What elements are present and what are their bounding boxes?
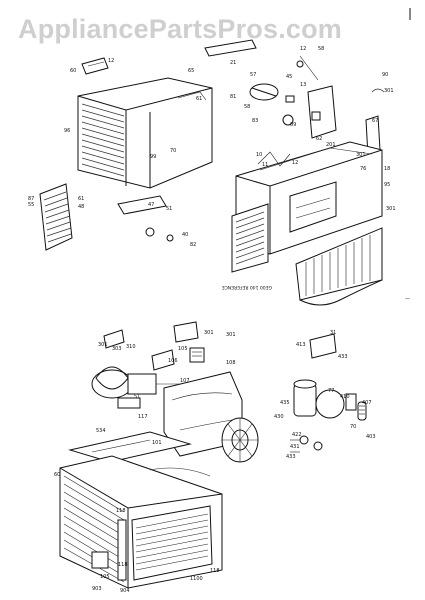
part-number-label: 303 [112,346,122,352]
part-number-label: 18 [384,166,390,172]
part-number-label: 13 [300,82,306,88]
part-number-label: 117 [138,414,148,420]
part-number-label: 301 [204,330,214,336]
part-number-label: 407 [362,400,372,406]
part-number-label: 70 [170,148,176,154]
part-number-label: 40 [182,232,188,238]
fan-motor [91,366,180,409]
part-number-label: 431 [290,444,300,450]
part-number-label: 105 [178,346,188,352]
part-number-label: 105 [100,574,110,580]
part-number-label: 12 [108,58,114,64]
part-number-label: 12 [300,46,306,52]
part-number-label: 433 [286,454,296,460]
base-rail [117,195,167,215]
part-number-label: 101 [152,440,162,446]
part-number-label: 47 [148,202,154,208]
part-number-label: 1100 [190,576,203,582]
part-number-label: 48 [78,204,84,210]
part-number-label: 70 [350,424,356,430]
blower-wheel [221,417,259,463]
part-number-label: 95 [384,182,390,188]
front-grille [295,227,383,306]
part-number-label: 301 [384,88,394,94]
top-bracket [81,57,109,75]
part-number-label: 422 [292,432,302,438]
part-number-label: 430 [274,414,284,420]
part-number-label: 09 [290,122,296,128]
part-number-label: 61 [78,196,84,202]
part-number-label: 45 [286,74,292,80]
part-number-label: 903 [92,586,102,592]
part-number-label: 301 [98,342,108,348]
part-number-label: 10 [256,152,262,158]
base-unit [59,455,223,589]
part-number-label: 11 [262,162,268,168]
part-number-label: 433 [338,354,348,360]
part-labels: 60 12 65 61 81 96 99 70 21 12 58 45 13 57 58 90 301 83 09 6… [28,46,396,594]
top-cover [68,431,192,463]
page-mark: — [405,296,410,302]
cabinet-shell [77,77,213,189]
part-number-label: 301 [386,206,396,212]
part-number-label: 58 [318,46,324,52]
part-number-label: 55 [28,202,34,208]
part-number-label: 118 [118,562,128,568]
part-number-label: 12 [292,160,298,166]
part-number-label: 57 [250,72,256,78]
part-number-label: 410 [340,394,350,400]
compressor [290,333,367,453]
part-number-label: 413 [296,342,306,348]
part-number-label: 118 [210,568,220,574]
part-number-label: 106 [168,358,178,364]
part-number-label: 65 [188,68,194,74]
part-number-label: 87 [28,196,34,202]
diagram-caption: GE00 140 REFERENCE [222,284,272,290]
part-number-label: 51 [134,394,140,400]
part-number-label: 83 [252,118,258,124]
part-number-label: 61 [196,96,202,102]
switch-box [189,347,205,363]
part-number-label: 310 [126,344,136,350]
part-number-label: 81 [230,94,236,100]
part-number-label: 58 [244,104,250,110]
part-number-label: 301 [356,152,366,158]
part-number-label: 99 [150,154,156,160]
part-number-label: 201 [326,142,336,148]
part-number-label: 403 [366,434,376,440]
part-number-label: 534 [96,428,106,434]
part-number-label: 90 [382,72,388,78]
watermark: AppliancePartsPros.com [18,14,343,44]
mount-bracket [103,329,125,349]
part-number-label: 435 [280,400,290,406]
part-number-label: 21 [230,60,236,66]
part-number-label: 60 [70,68,76,74]
part-number-label: 31 [330,330,336,336]
part-number-label: 301 [226,332,236,338]
part-number-label: 118 [116,508,126,514]
part-number-label: 107 [180,378,190,384]
part-number-label: 62 [316,136,322,142]
side-panel [39,183,73,251]
part-number-label: 904 [120,588,130,594]
part-number-label: 108 [226,360,236,366]
capacitor [249,83,279,101]
part-number-label: 96 [64,128,70,134]
part-number-label: 67 [372,118,378,124]
part-number-label: 51 [166,206,172,212]
top-rail [204,39,257,57]
part-number-label: 82 [190,242,196,248]
filter [231,203,269,273]
part-number-label: 76 [360,166,366,172]
part-number-label: 77 [328,388,334,394]
part-number-label: 60 [54,472,60,478]
